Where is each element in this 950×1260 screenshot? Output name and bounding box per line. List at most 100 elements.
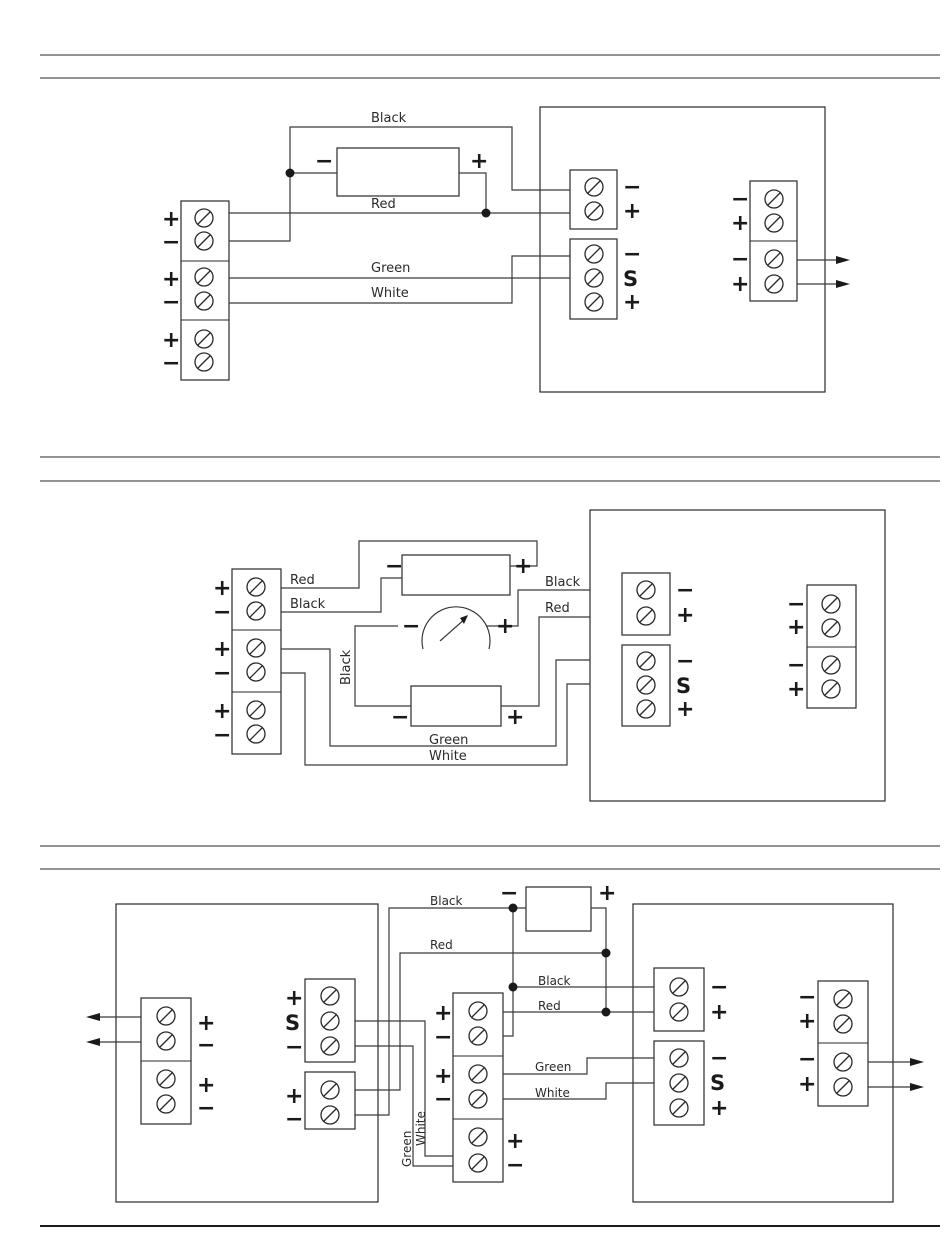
red-wire-label: Red	[430, 938, 453, 952]
signal-label: S	[285, 1011, 300, 1035]
polarity-minus: −	[434, 1025, 452, 1050]
polarity-plus: +	[506, 1129, 524, 1154]
black-wire-label: Black	[545, 575, 581, 590]
polarity-minus: −	[162, 351, 180, 376]
polarity-plus: +	[731, 272, 749, 297]
polarity-minus: −	[285, 1035, 303, 1060]
polarity-minus: −	[623, 175, 641, 200]
polarity-plus: +	[787, 615, 805, 640]
polarity-plus: +	[787, 677, 805, 702]
indicator-minus: −	[391, 705, 409, 730]
instrument-power-terminal-3	[654, 968, 704, 1031]
field-terminal-block-2	[232, 569, 281, 754]
power-supply-1	[337, 148, 459, 196]
source-signal-terminal-3	[305, 979, 355, 1062]
instrument-signal-terminal-3	[654, 1041, 704, 1125]
polarity-plus: +	[710, 1000, 728, 1025]
polarity-plus: +	[676, 603, 694, 628]
indicator-plus: +	[506, 705, 524, 730]
green-wire-label: Green	[429, 733, 468, 748]
green-wire-label: Green	[371, 261, 410, 276]
supply-minus: −	[385, 554, 403, 579]
black-wire-label: Black	[538, 974, 571, 988]
polarity-plus: +	[798, 1072, 816, 1097]
meter-plus: +	[496, 614, 514, 639]
section-1-diagram: Black Red Green White + − + − + − − + − …	[40, 55, 940, 392]
white-wire-label: White	[429, 749, 467, 764]
instrument-signal-terminal-1	[570, 239, 617, 319]
green-wire-label-vertical: Green	[400, 1131, 414, 1167]
polarity-minus: −	[162, 290, 180, 315]
polarity-plus: +	[162, 267, 180, 292]
source-power-terminal-3	[305, 1072, 355, 1129]
polarity-minus: −	[213, 600, 231, 625]
polarity-plus: +	[197, 1073, 215, 1098]
polarity-minus: −	[506, 1153, 524, 1178]
white-wire-label: White	[371, 286, 409, 301]
instrument-power-terminal-1	[570, 170, 617, 229]
black-wire-label: Black	[430, 894, 463, 908]
source-output-terminal-3	[141, 998, 191, 1124]
polarity-minus: −	[787, 592, 805, 617]
polarity-minus: −	[197, 1033, 215, 1058]
polarity-plus: +	[710, 1096, 728, 1121]
polarity-plus: +	[213, 576, 231, 601]
field-terminal-block-1	[181, 201, 229, 380]
supply-minus: −	[315, 149, 333, 174]
polarity-plus: +	[623, 199, 641, 224]
polarity-minus: −	[731, 247, 749, 272]
polarity-plus: +	[162, 328, 180, 353]
polarity-minus: −	[434, 1087, 452, 1112]
polarity-plus: +	[162, 207, 180, 232]
red-wire-label: Red	[290, 573, 315, 588]
polarity-minus: −	[731, 187, 749, 212]
black-wire-to-field	[503, 908, 513, 1036]
polarity-minus: −	[162, 230, 180, 255]
output-terminal-block-1	[750, 181, 797, 301]
polarity-minus: −	[213, 661, 231, 686]
signal-label: S	[676, 674, 691, 698]
polarity-plus: +	[676, 697, 694, 722]
polarity-minus: −	[710, 975, 728, 1000]
black-wire-label: Black	[371, 111, 407, 126]
field-terminal-block-3	[453, 993, 503, 1182]
output-terminal-block-2	[807, 585, 856, 708]
supply-positive-lead-1	[459, 173, 486, 213]
power-supply-3	[526, 887, 591, 931]
red-wire-label: Red	[545, 601, 570, 616]
polarity-minus: −	[285, 1107, 303, 1132]
junction-dot	[602, 1008, 611, 1017]
instrument-signal-terminal-2	[622, 645, 670, 726]
instrument-power-terminal-2	[622, 573, 670, 635]
polarity-minus: −	[710, 1046, 728, 1071]
white-wire-to-instrument	[503, 1083, 654, 1099]
polarity-plus: +	[213, 637, 231, 662]
white-wire-label-vertical: White	[414, 1111, 428, 1146]
polarity-plus: +	[285, 986, 303, 1011]
polarity-minus: −	[213, 723, 231, 748]
polarity-plus: +	[731, 211, 749, 236]
output-terminal-block-3	[818, 981, 868, 1106]
section-2-diagram: Red Black Black Red Green White Black + …	[40, 457, 940, 801]
polarity-plus: +	[285, 1084, 303, 1109]
analog-meter-icon	[422, 607, 490, 649]
polarity-minus: −	[676, 578, 694, 603]
polarity-plus: +	[798, 1009, 816, 1034]
junction-dot	[602, 949, 611, 958]
polarity-minus: −	[676, 649, 694, 674]
junction-dot	[286, 169, 295, 178]
red-wire-label: Red	[371, 197, 396, 212]
supply-plus: +	[514, 554, 532, 579]
polarity-plus: +	[623, 290, 641, 315]
indicator-2	[411, 686, 501, 726]
polarity-plus: +	[434, 1064, 452, 1089]
green-wire-label: Green	[535, 1060, 571, 1074]
junction-dot	[509, 983, 518, 992]
polarity-plus: +	[434, 1001, 452, 1026]
supply-minus: −	[500, 881, 518, 906]
black-wire-label-vertical: Black	[339, 649, 354, 685]
power-supply-2	[402, 555, 510, 595]
supply-plus: +	[598, 881, 616, 906]
meter-minus: −	[402, 614, 420, 639]
